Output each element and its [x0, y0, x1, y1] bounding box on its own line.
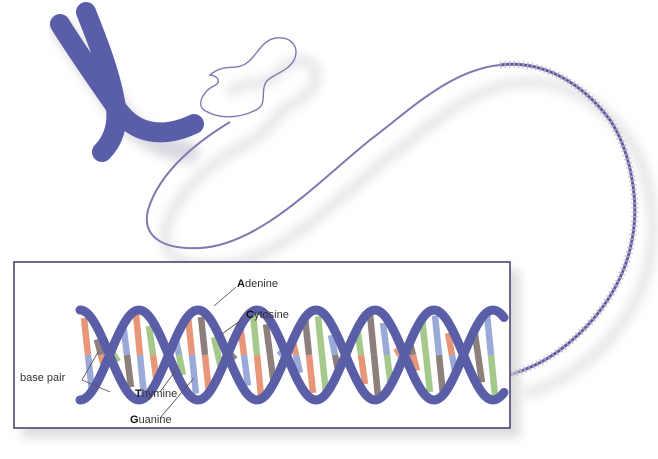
- base-pair-rung: [257, 355, 261, 396]
- thymine-label: Thymine: [135, 388, 177, 400]
- base-pair-rung: [266, 324, 270, 355]
- base-pair-rung: [84, 318, 88, 355]
- base-pair-rung: [318, 316, 322, 355]
- base-pair-rung: [383, 323, 387, 355]
- base-pair-rung: [309, 355, 313, 393]
- base-pair-rung: [201, 317, 205, 355]
- base-pair-rung: [374, 355, 378, 396]
- base-pair-rung: [149, 326, 153, 355]
- chromosome-icon: [60, 12, 194, 152]
- base-pair-rung: [192, 355, 196, 394]
- base-pair-rung: [435, 316, 439, 355]
- base-pair-rung: [136, 314, 140, 355]
- base-pair-rung: [426, 355, 430, 392]
- base-pair-rung: [487, 314, 491, 355]
- base-pair-rung: [491, 355, 495, 396]
- base-pair-rung: [244, 355, 248, 386]
- base-pair-rung: [370, 314, 374, 355]
- cytosine-label: Cytosine: [246, 309, 289, 321]
- base-pair-rung: [361, 355, 365, 384]
- base-pair-rung: [127, 355, 131, 387]
- guanine-label: Guanine: [130, 414, 172, 426]
- adenine-label: Adenine: [237, 278, 278, 290]
- base-pair-label: base pair: [20, 372, 65, 384]
